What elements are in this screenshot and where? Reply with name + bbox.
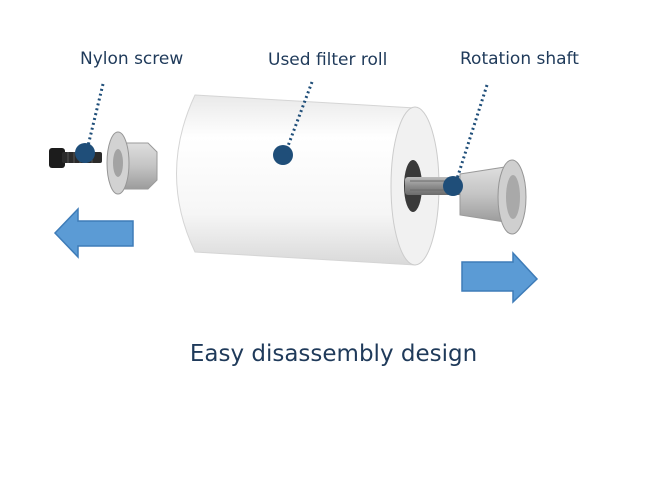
filter-roll bbox=[176, 94, 440, 266]
arrow-right-icon bbox=[461, 251, 539, 304]
left-cap-inner bbox=[113, 149, 123, 177]
label-nylon-screw: Nylon screw bbox=[80, 49, 184, 69]
arrow-left-icon bbox=[53, 207, 134, 259]
roll-body bbox=[176, 94, 416, 266]
marker-dot-rotation-shaft bbox=[443, 176, 463, 196]
label-rotation-shaft: Rotation shaft bbox=[460, 49, 579, 69]
leader-line-rotation-shaft bbox=[453, 84, 489, 186]
shaft-cap-inner bbox=[506, 175, 520, 219]
label-used-filter-roll: Used filter roll bbox=[268, 50, 388, 70]
marker-dot-nylon-screw bbox=[75, 143, 95, 163]
marker-dot-filter-roll bbox=[273, 145, 293, 165]
left-end-cap bbox=[106, 131, 158, 195]
screw-head bbox=[49, 148, 65, 168]
leader-line-nylon-screw bbox=[85, 83, 105, 151]
diagram-caption: Easy disassembly design bbox=[189, 341, 478, 367]
